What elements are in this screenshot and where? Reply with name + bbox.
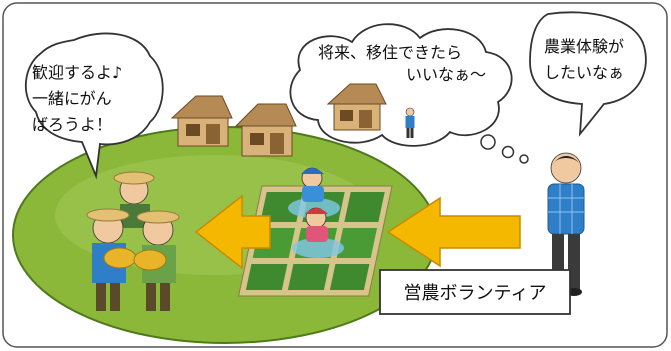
- tiny-dreaming-person: [405, 107, 415, 138]
- volunteer-label-text: 営農ボランティア: [404, 283, 547, 304]
- farmers-group: [86, 171, 180, 311]
- dream-thought-bubble: 将来、移住できたら いいなぁ～: [289, 23, 529, 164]
- welcome-line-2: 一緒にがん: [32, 89, 112, 108]
- wish-line-2: したいなぁ: [544, 63, 624, 82]
- dream-line-1: 将来、移住できたら: [318, 43, 462, 62]
- wish-speech-bubble: 農業体験が したいなぁ: [529, 11, 647, 137]
- visitor-man: [547, 152, 585, 296]
- welcome-line-1: 歓迎するよ♪: [32, 63, 122, 82]
- dream-line-2: いいなぁ～: [406, 65, 486, 84]
- farmhouse-1: [170, 95, 233, 147]
- volunteer-kid-red: [292, 207, 344, 258]
- welcome-speech-bubble: 歓迎するよ♪ 一緒にがん ばろうよ！: [24, 32, 164, 180]
- wish-line-1: 農業体験が: [544, 37, 624, 56]
- volunteer-label-box: 営農ボランティア: [379, 269, 571, 315]
- farmhouse-2: [234, 103, 297, 157]
- arrow-to-village: [194, 194, 271, 270]
- arrow-to-paddy: [386, 196, 521, 268]
- dream-house: [326, 83, 387, 131]
- welcome-line-3: ばろうよ！: [32, 115, 112, 134]
